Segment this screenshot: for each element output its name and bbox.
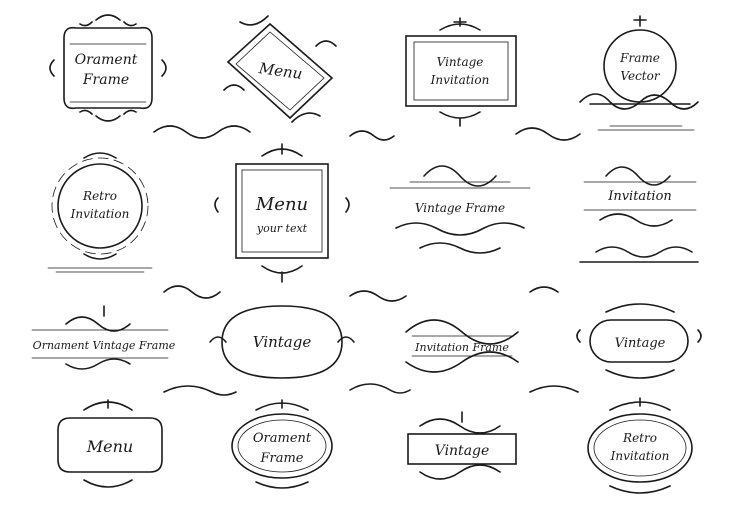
frame-ornament-frame-line2: Frame [82,72,129,88]
frame-invitation-frame-banner: Invitation Frame [405,319,519,373]
frame-ornament-vintage-frame-banner-label: Ornament Vintage Frame [33,339,176,352]
frame-retro-invitation: Retro Invitation [47,152,153,273]
frame-ornament-frame-oval-line2: Frame [259,451,303,466]
frame-vintage-invitation-line1: Vintage [437,55,484,69]
frame-frame-vector-line1: Frame [619,51,660,65]
frame-menu-diamond-label: Menu [257,59,304,83]
frame-vintage-invitation: Vintage Invitation [405,17,517,127]
frame-menu-bottom: Menu [57,399,163,488]
frame-vintage-scroll-label: Vintage [253,333,312,351]
frame-retro-invitation-oval-line1: Retro [622,431,657,445]
frame-vintage-invitation-line2: Invitation [430,73,490,87]
frame-vintage-scroll: Vintage [209,305,355,379]
divider-ornament [163,383,579,396]
frame-invitation-banner-label: Invitation [607,189,672,204]
frame-menu-your-text-sub: your text [256,222,308,235]
frame-ornament-frame: Orament Frame [49,14,167,122]
frame-ornament-frame-oval: Orament Frame [231,399,333,489]
frame-vintage-oval: Vintage [576,303,702,379]
frame-menu-bottom-label: Menu [86,437,133,456]
frame-vintage-frame-banner: Vintage Frame [389,165,531,254]
frame-vintage-rect: Vintage [407,411,517,480]
frame-frame-vector: Frame Vector [579,15,699,110]
frame-menu-your-text: Menu your text [214,143,350,283]
frame-retro-invitation-line1: Retro [82,189,117,203]
frame-vintage-rect-label: Vintage [435,443,490,459]
frame-vintage-frame-banner-label: Vintage Frame [415,201,505,215]
frame-menu-diamond: Menu [223,15,337,123]
frame-ornament-frame-oval-line1: Orament [253,431,312,446]
frame-retro-invitation-oval: Retro Invitation [587,397,693,494]
frame-vintage-oval-label: Vintage [615,336,666,351]
divider-ornament [153,125,695,141]
divider-ornament [163,285,559,302]
frame-ornament-vintage-frame-banner: Ornament Vintage Frame [31,305,176,370]
frame-invitation-banner: Invitation [579,166,699,263]
frame-retro-invitation-line2: Invitation [70,207,130,221]
frame-frame-vector-line2: Vector [620,69,660,83]
frame-menu-your-text-title: Menu [255,194,308,215]
frame-retro-invitation-oval-line2: Invitation [610,449,670,463]
frame-invitation-frame-banner-label: Invitation Frame [414,341,509,354]
frame-ornament-frame-line1: Orament [75,52,138,68]
